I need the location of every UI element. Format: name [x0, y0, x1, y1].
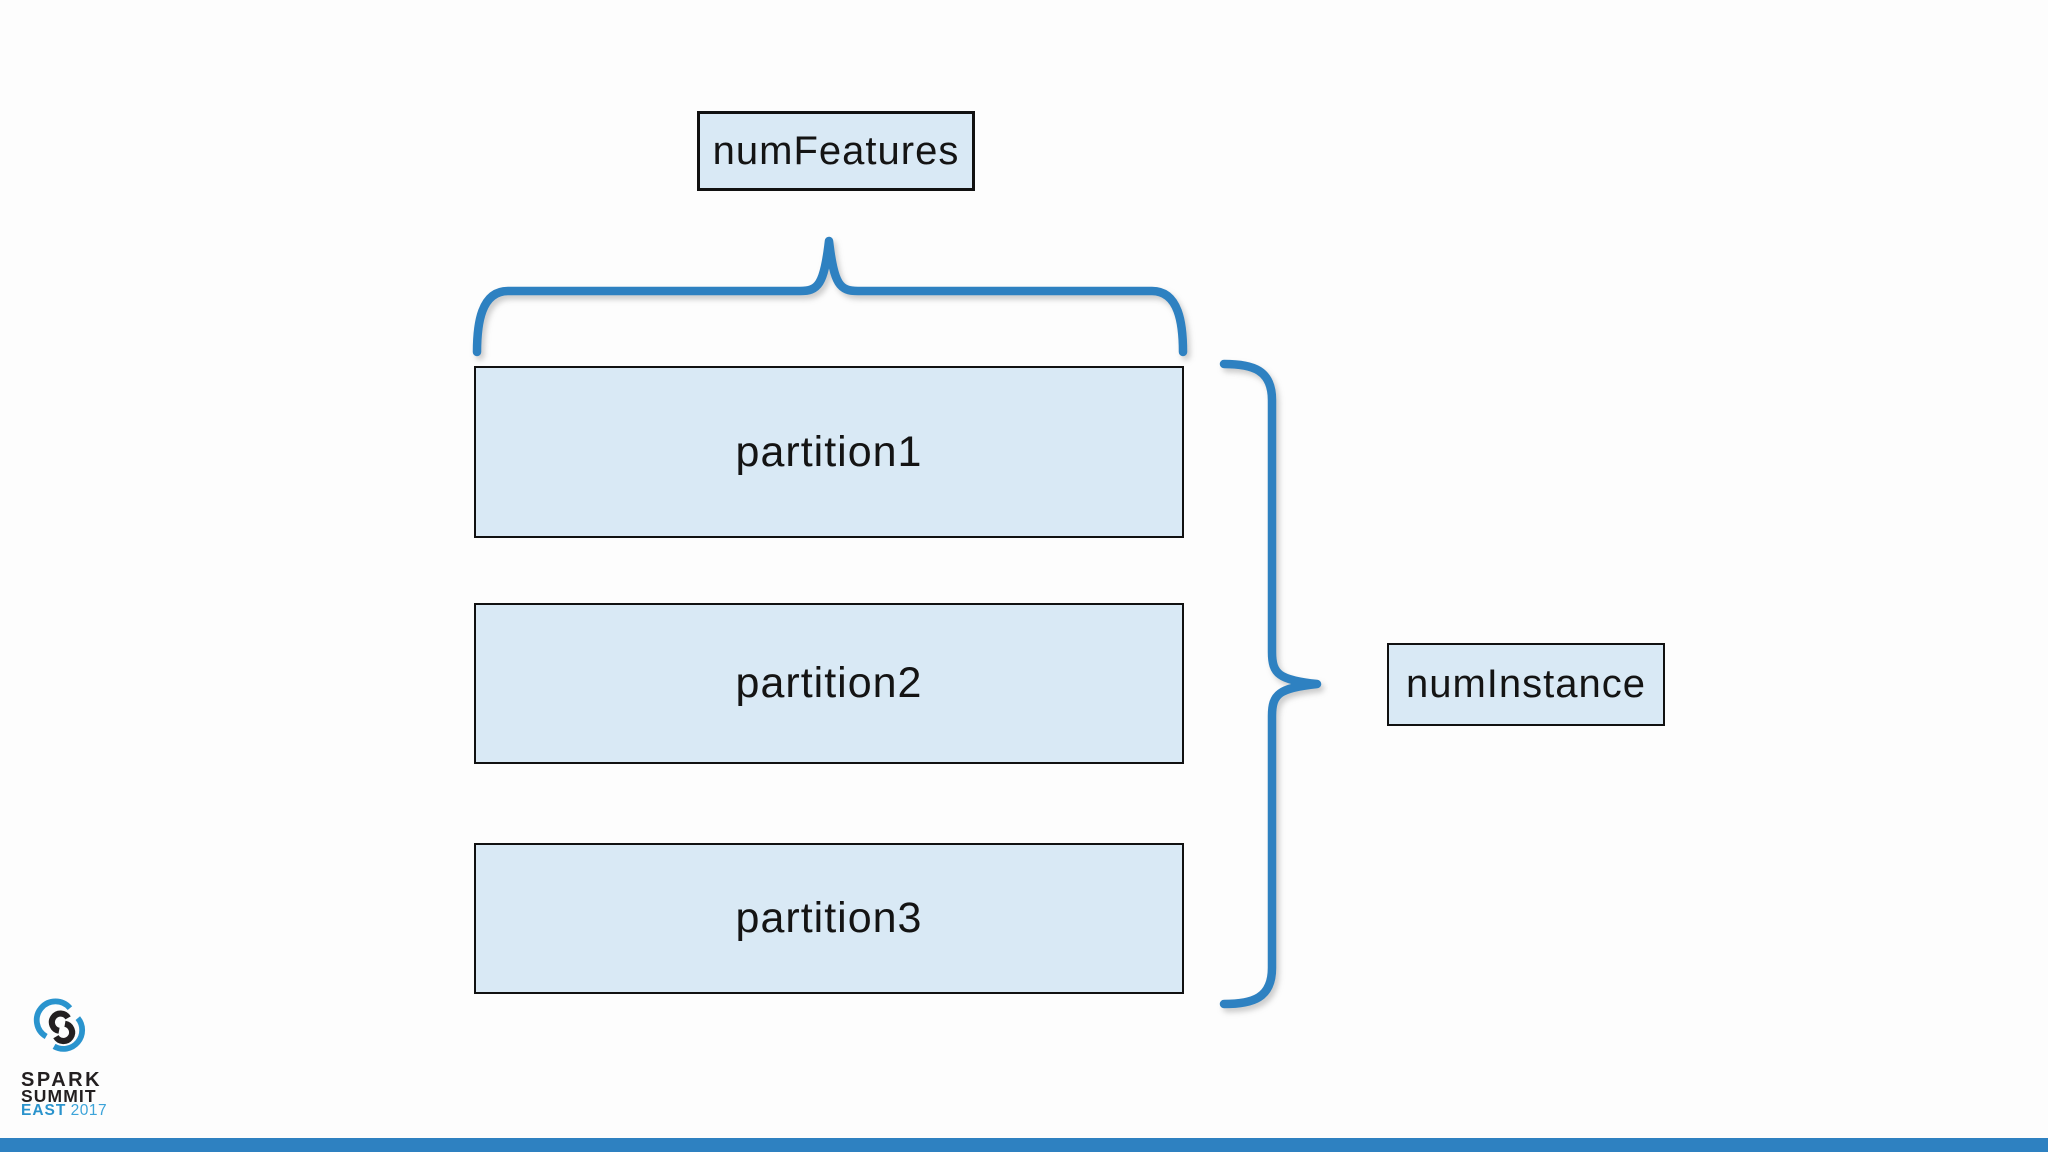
logo-text-spark: SPARK [21, 1069, 103, 1091]
spark-summit-logo: SPARK SUMMIT EAST 2017 [16, 988, 156, 1124]
partition3-label: partition3 [735, 894, 923, 942]
logo-text-year: 2017 [70, 1102, 108, 1119]
spark-summit-mark-icon [33, 998, 86, 1052]
partition3-box: partition3 [474, 843, 1184, 994]
partition1-box: partition1 [474, 366, 1184, 538]
vertical-brace-icon [1219, 359, 1322, 1009]
logo-text-east: EAST [21, 1102, 67, 1119]
num-features-label: numFeatures [712, 128, 960, 173]
logo-text-summit: SUMMIT [21, 1086, 97, 1106]
partition2-box: partition2 [474, 603, 1184, 764]
bottom-accent-bar [0, 1138, 2048, 1152]
horizontal-brace-icon [472, 236, 1188, 357]
partition2-label: partition2 [735, 659, 923, 707]
logo-text-east-2017: EAST 2017 [21, 1102, 107, 1120]
partition1-label: partition1 [735, 427, 923, 476]
num-instance-box: numInstance [1387, 643, 1665, 726]
num-features-box: numFeatures [697, 111, 975, 191]
num-instance-label: numInstance [1405, 662, 1647, 706]
